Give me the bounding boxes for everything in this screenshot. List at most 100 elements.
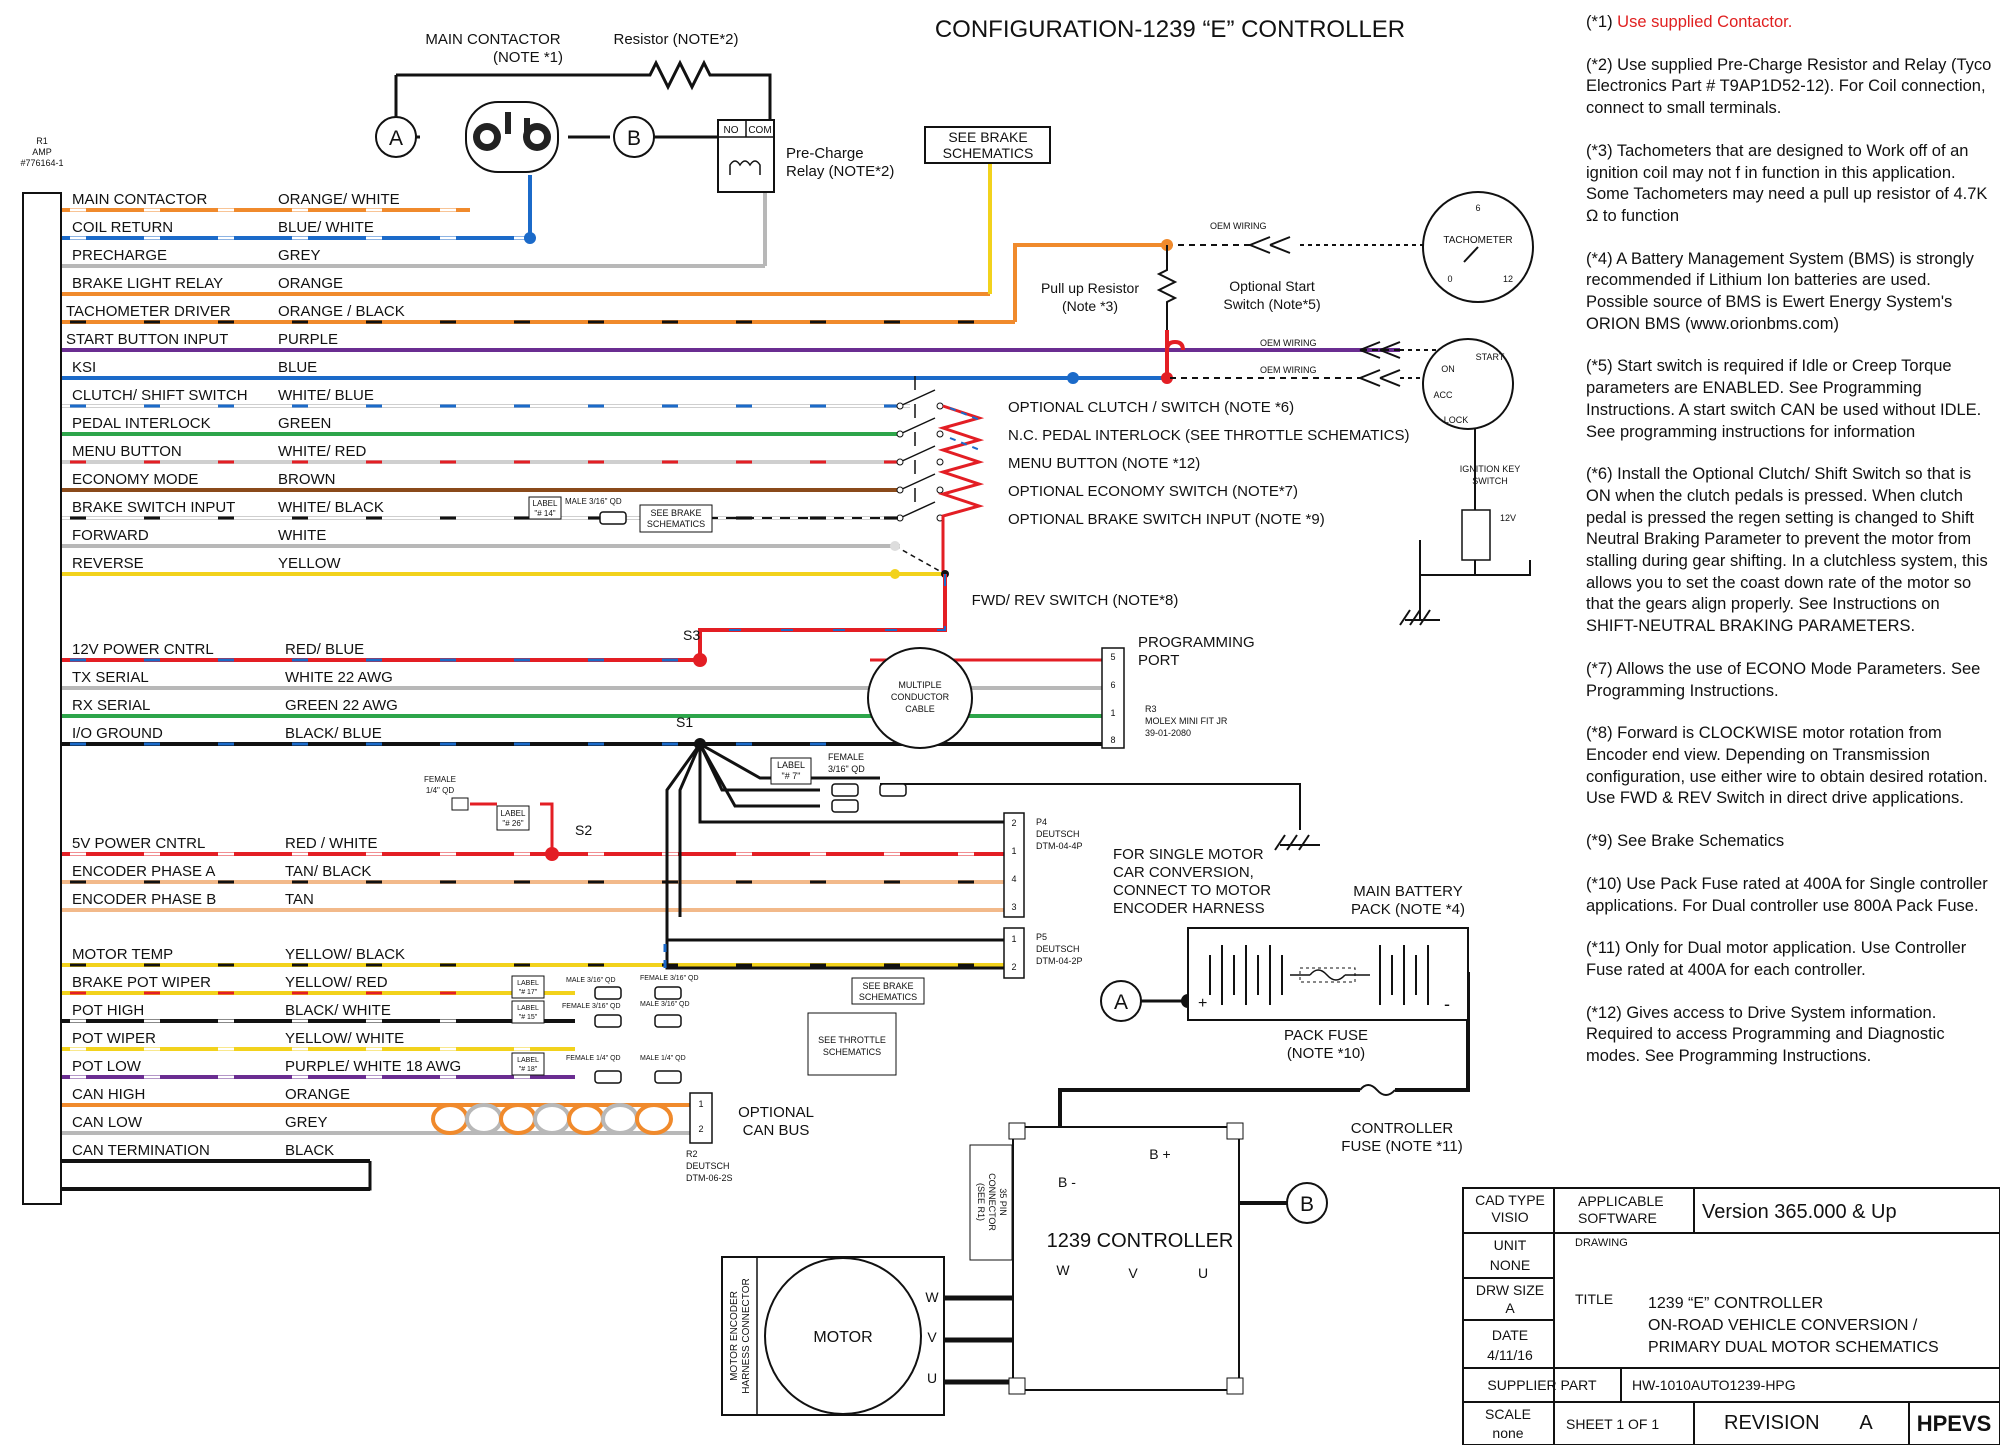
contactor-terminal-left-hole: [480, 130, 494, 144]
controller-fuse-label: CONTROLLER: [1351, 1120, 1454, 1137]
cable-label-3: CABLE: [905, 704, 935, 714]
diagram-title: CONFIGURATION-1239 “E” CONTROLLER: [935, 16, 1405, 43]
note-10: (*10) Use Pack Fuse rated at 400A for Si…: [1586, 874, 1988, 915]
tb-company: HPEVS: [1917, 1411, 1992, 1436]
wire-color-18: PURPLE/ WHITE 18 AWG: [285, 1058, 461, 1075]
label-17-box: [511, 975, 545, 999]
r1-connector-body: [22, 192, 62, 1205]
motor-enc-l2: HARNESS CONNECTOR: [741, 1278, 752, 1393]
label-14-l2: "# 14": [534, 509, 555, 518]
qd-label-15-female: FEMALE 3/16" QD: [562, 1003, 621, 1010]
pin-function-31: ENCODER PHASE A: [72, 863, 215, 880]
terminal-w-label: W: [1056, 1262, 1070, 1278]
pin-function-15: POT HIGH: [72, 1002, 144, 1019]
pack-fuse-box: [1299, 967, 1356, 983]
switch-label-3: OPTIONAL ECONOMY SWITCH (NOTE*7): [1008, 483, 1298, 500]
battery-plus: +: [1198, 995, 1207, 1012]
female-qd-label: FEMALE: [828, 752, 864, 762]
pin-function-2: TACHOMETER DRIVER: [66, 303, 231, 320]
optional-can-label: OPTIONAL: [738, 1104, 814, 1121]
notes-panel: (*1) Use supplied Contactor. (*2) Use su…: [1586, 12, 1996, 1089]
p4-pin-2: 2: [1011, 818, 1016, 828]
wire-color-10: WHITE/ RED: [278, 443, 366, 460]
can-twist-0: [431, 1103, 469, 1135]
note-4: (*4) A Battery Management System (BMS) i…: [1586, 249, 1974, 333]
qd-label-18-female: FEMALE 1/4" QD: [566, 1055, 621, 1062]
label-17-l2: "# 17": [519, 989, 538, 996]
pin35-l2: CONNECTOR: [987, 1173, 997, 1231]
tachometer-label: TACHOMETER: [1443, 235, 1512, 246]
tb-version: Version 365.000 & Up: [1702, 1201, 1897, 1223]
wire-color-5: WHITE/ BLUE: [278, 387, 374, 404]
see-throttle-box: [807, 1012, 897, 1076]
single-motor-l2: CAR CONVERSION,: [1113, 864, 1254, 881]
wire-runs: [61, 163, 1470, 1385]
pullup-resistor-label: Pull up Resistor: [1041, 280, 1139, 296]
splice-s3-label: S3: [683, 627, 700, 643]
tb-supplier: SUPPLIER PART: [1487, 1377, 1597, 1393]
pack-fuse-icon: [1290, 969, 1370, 981]
wire-color-11: PURPLE: [278, 331, 338, 348]
contactor-coil-post-1: [505, 112, 511, 134]
controller-fuse-note: FUSE (NOTE *11): [1341, 1138, 1462, 1155]
controller-label: 1239 CONTROLLER: [1047, 1230, 1234, 1252]
p5-part: DTM-04-2P: [1036, 956, 1083, 966]
motor-u-label: U: [927, 1370, 937, 1386]
main-contactor: [465, 101, 559, 173]
wire-color-17: YELLOW/ RED: [285, 974, 388, 991]
tb-revision: A: [1859, 1412, 1873, 1434]
node-a-battery: [1100, 980, 1142, 1022]
note-6: (*6) Install the Optional Clutch/ Shift …: [1586, 465, 1988, 636]
tb-app-sw: APPLICABLE: [1578, 1193, 1664, 1209]
ignition-label-2: SWITCH: [1472, 476, 1508, 486]
pin-function-35: CAN LOW: [72, 1114, 143, 1131]
qd-connector-3: [654, 986, 682, 1000]
label-18-l1: LABEL: [517, 1057, 539, 1064]
pin-function-12: ECONOMY MODE: [72, 471, 198, 488]
note-1-text: Use supplied Contactor.: [1617, 13, 1793, 31]
p4-part: DTM-04-4P: [1036, 841, 1083, 851]
motor-label: MOTOR: [813, 1329, 872, 1346]
label-15-l2: "# 15": [519, 1014, 538, 1021]
battery-minus: -: [1444, 994, 1450, 1014]
splice-s1-label: S1: [676, 714, 693, 730]
tb-drw-size: DRW SIZE: [1476, 1282, 1544, 1298]
switch-label-1: N.C. PEDAL INTERLOCK (SEE THROTTLE SCHEM…: [1008, 427, 1409, 444]
battery-12v-label: 12V: [1500, 513, 1516, 523]
wire-color-33: YELLOW: [278, 555, 341, 572]
main-contactor-note: (NOTE *1): [493, 49, 563, 66]
multiple-conductor-cable: [867, 647, 973, 749]
wire-color-12: BROWN: [278, 471, 336, 488]
node-a-top: [375, 116, 417, 158]
r3-pin-1: 1: [1110, 708, 1115, 718]
label-26-box: [496, 805, 530, 831]
coil-return-node: [524, 232, 536, 244]
key-acc: ACC: [1433, 390, 1453, 400]
qd-label-15-male: MALE 3/16" QD: [640, 1001, 690, 1008]
motor: [764, 1257, 922, 1415]
precharge-relay-label: Pre-Charge: [786, 145, 864, 162]
label-7-l2: "# 7": [782, 771, 801, 781]
wire-color-25: RED/ BLUE: [285, 641, 364, 658]
s2-run: [470, 802, 554, 854]
pin-function-10: MENU BUTTON: [72, 443, 182, 460]
p5-connector: [1003, 927, 1025, 979]
title-block: [1462, 1187, 2000, 1445]
switch-label-2: MENU BUTTON (NOTE *12): [1008, 455, 1200, 472]
p4-connector: [1003, 812, 1025, 918]
can-twist-3: [533, 1103, 571, 1135]
pin-function-13: COIL RETURN: [72, 219, 173, 236]
p4-pin-1: 1: [1011, 846, 1016, 856]
switch-3: [899, 460, 936, 491]
wire-color-32: TAN: [285, 891, 314, 908]
pin-function-6: MAIN CONTACTOR: [72, 191, 207, 208]
motor-enc-l1: MOTOR ENCODER: [729, 1291, 740, 1381]
r2-pin-1: 1: [698, 1099, 703, 1109]
qd-label-17-female: FEMALE 3/16" QD: [640, 975, 699, 982]
battery-label: MAIN BATTERY: [1353, 883, 1462, 900]
pin-function-7: I/O GROUND: [72, 725, 163, 742]
tb-drawing: DRAWING: [1575, 1237, 1628, 1249]
single-motor-l3: CONNECT TO MOTOR: [1113, 882, 1271, 899]
label-26-l1: LABEL: [501, 809, 526, 818]
